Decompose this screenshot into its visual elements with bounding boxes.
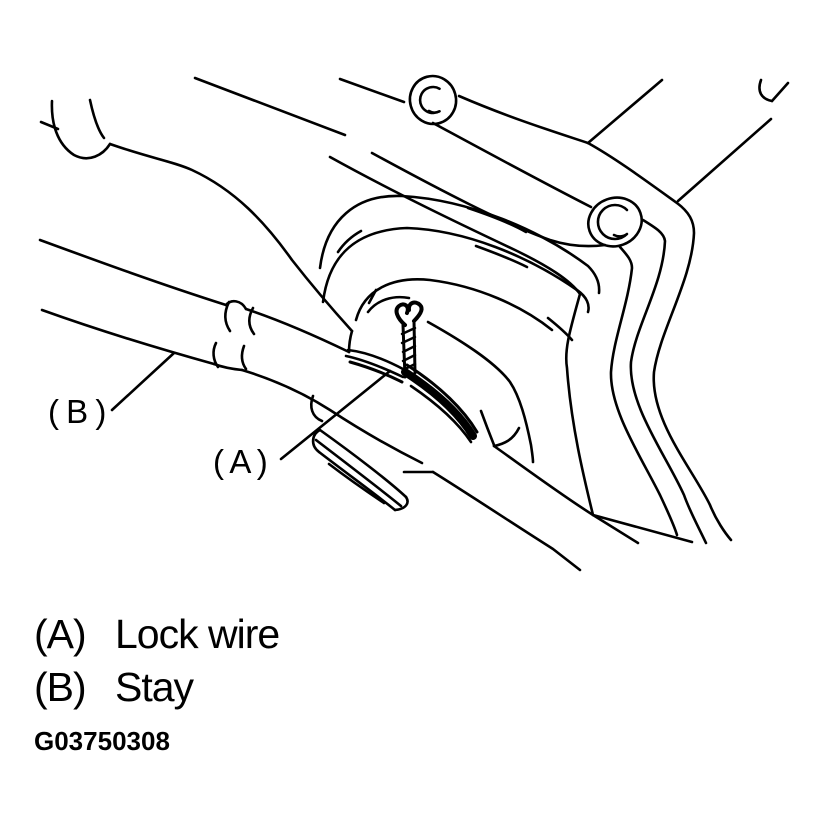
legend: (A) Lock wire (B) Stay: [34, 611, 280, 717]
callout-leaders: [110, 351, 392, 461]
legend-key-b: (B): [34, 664, 87, 710]
lock-wire: [344, 300, 479, 444]
legend-row-b: (B) Stay: [34, 664, 279, 717]
boot-bellows: [318, 194, 601, 464]
leader-line-b: [110, 351, 176, 412]
leader-line-a: [279, 369, 392, 461]
figure-id: G03750308: [34, 726, 170, 756]
housing-contours: [609, 201, 733, 545]
stay-tube-left: [38, 238, 424, 465]
stay-tube-right: [431, 409, 694, 572]
bolt-boss-1: [408, 74, 458, 126]
legend-label-a: Lock wire: [115, 611, 280, 657]
hook-bracket: [39, 98, 354, 333]
bolt-boss-2: [587, 196, 643, 248]
legend-key-a: (A): [34, 611, 87, 657]
callout-label-b: ( B ): [48, 393, 106, 430]
legend-label-b: Stay: [115, 664, 194, 710]
legend-row-a: (A) Lock wire: [34, 611, 280, 664]
callout-label-a: ( A ): [213, 443, 268, 480]
stay-collar: [310, 394, 435, 512]
housing-flange: [193, 76, 790, 517]
